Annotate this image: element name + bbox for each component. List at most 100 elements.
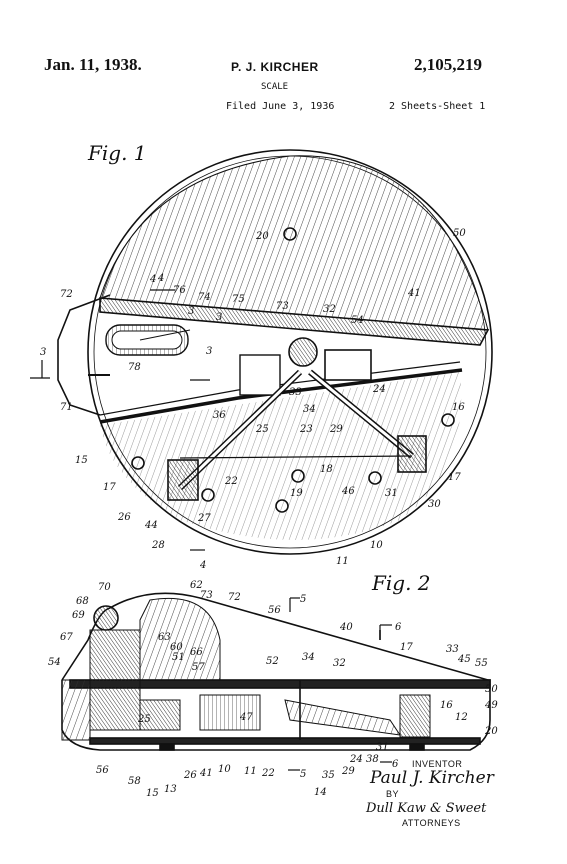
ref-numeral: 4 [149,274,156,285]
inventor-signature: Paul J. Kircher [369,768,495,788]
ref-numeral: 47 [239,712,253,723]
ref-numeral: 68 [76,596,89,607]
ref-numeral: 49 [484,700,498,711]
ref-numeral: 57 [192,662,205,673]
ref-numeral: 76 [173,285,186,296]
ref-numeral: 14 [314,787,327,798]
ref-numeral: 71 [60,402,73,413]
ref-numeral: 34 [303,404,316,415]
ref-numeral: 22 [261,768,275,779]
ref-numeral: 63 [158,632,171,643]
ref-numeral: 50 [485,684,498,695]
ref-numeral: 35 [322,770,335,781]
ref-numeral: 25 [255,424,269,435]
ref-numeral: 34 [302,652,315,663]
by-caption: BY [386,789,399,799]
ref-numeral: 72 [60,289,73,300]
section-mark-4b: 4 [199,560,206,571]
ref-numeral: 50 [453,228,466,239]
filed-date: Filed June 3, 1936 [226,101,335,112]
ref-numeral: 66 [190,647,203,658]
ref-numeral: 46 [341,486,355,497]
inventor-caption: INVENTOR [412,759,462,769]
ref-numeral: 19 [290,488,303,499]
ref-numeral: 70 [98,582,111,593]
ref-numeral: 58 [128,776,141,787]
ref-numeral: 75 [232,294,245,305]
ref-numeral: 23 [299,424,313,435]
ref-numeral: 27 [197,513,211,524]
ref-numeral: 20 [484,726,498,737]
ref-numeral: 32 [333,658,346,669]
ref-numeral: 78 [128,362,141,373]
ref-numeral: 17 [103,482,116,493]
ref-numeral: 73 [200,590,213,601]
ref-numeral: 51 [172,652,185,663]
ref-numeral: 11 [336,556,349,567]
fig2-title: Fig. 2 [371,571,431,595]
ref-numeral: 52 [266,656,279,667]
ref-numeral: 11 [244,766,257,777]
ref-numeral: 17 [448,472,461,483]
ref-numeral: 62 [190,580,203,591]
patent-date: Jan. 11, 1938. [44,55,142,74]
section-mark-5b: 5 [300,769,306,780]
section-mark-5a: 5 [300,594,306,605]
ref-numeral: 38 [366,754,379,765]
fig2-drawing [61,592,491,751]
ref-numeral: 18 [320,464,333,475]
ref-numeral: 29 [341,766,355,777]
ref-numeral: 22 [224,476,238,487]
attorney-signature: Dull Kaw & Sweet [365,801,487,816]
fig2-section-marks [288,597,392,771]
ref-numeral: 33 [446,644,459,655]
fig1-reference-numerals: 20 50 4 76 74 75 73 72 32 54 41 3 3 78 7… [60,228,466,567]
fig1-section-marks [30,289,210,551]
ref-numeral: 41 [199,768,213,779]
ref-numeral: 60 [170,642,183,653]
ref-numeral: 31 [376,742,389,753]
ref-numeral: 54 [351,315,364,326]
ref-numeral: 10 [218,764,231,775]
ref-numeral: 69 [72,610,85,621]
invention-title: SCALE [261,82,289,92]
ref-numeral: 24 [372,384,386,395]
ref-numeral: 32 [323,304,336,315]
patent-number: 2,105,219 [414,55,482,74]
ref-numeral: 16 [452,402,465,413]
ref-numeral: 72 [228,592,241,603]
ref-numeral: 36 [213,410,226,421]
ref-numeral: 56 [268,605,281,616]
ref-numeral: 56 [96,765,109,776]
ref-numeral: 12 [455,712,468,723]
ref-numeral: 10 [370,540,383,551]
ref-numeral: 54 [48,657,61,668]
ref-numeral: 3 [188,306,194,317]
section-mark-4a: 4 [157,273,164,284]
ref-numeral: 15 [146,788,159,799]
ref-numeral: 28 [151,540,165,551]
ref-numeral: 13 [164,784,177,795]
ref-numeral: 44 [144,520,158,531]
ref-numeral: 26 [183,770,197,781]
ref-numeral: 15 [75,455,88,466]
ref-numeral: 73 [276,301,289,312]
ref-numeral: 67 [60,632,73,643]
section-mark-3a: 3 [40,347,46,358]
section-mark-6a: 6 [395,622,402,633]
fig1-title: Fig. 1 [87,141,147,165]
ref-numeral: 33 [289,387,302,398]
ref-numeral: 40 [339,622,353,633]
inventor-name: P. J. KIRCHER [231,60,319,74]
ref-numeral: 41 [407,288,421,299]
ref-numeral: 45 [457,654,471,665]
ref-numeral: 30 [428,499,441,510]
section-mark-3b: 3 [206,346,212,357]
ref-numeral: 16 [440,700,453,711]
ref-numeral: 25 [137,714,151,725]
fig1-drawing [57,149,493,555]
ref-numeral: 3 [216,312,222,323]
ref-numeral: 17 [400,642,413,653]
ref-numeral: 20 [255,231,269,242]
